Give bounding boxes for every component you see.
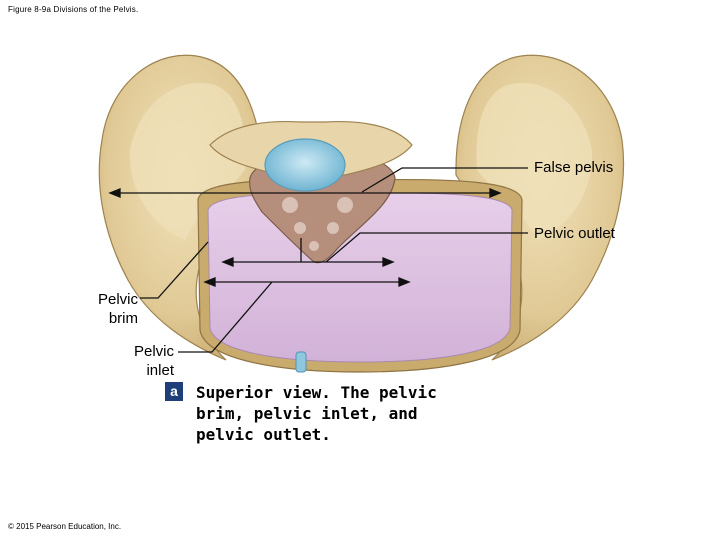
leader-false-pelvis <box>361 167 528 193</box>
copyright-notice: © 2015 Pearson Education, Inc. <box>8 522 122 531</box>
pubic-symphysis <box>295 351 307 373</box>
leader-pelvic-brim <box>140 241 209 299</box>
label-pelvic-outlet: Pelvic outlet <box>534 225 615 242</box>
panel-letter-badge: a <box>165 382 183 401</box>
label-pelvic-inlet: Pelvic inlet <box>133 343 174 379</box>
leader-pelvic-outlet <box>325 232 528 263</box>
figure-caption: Superior view. The pelvic brim, pelvic i… <box>196 383 437 444</box>
intervertebral-disc <box>264 138 346 192</box>
label-false-pelvis: False pelvis <box>534 159 614 176</box>
figure-title: Figure 8-9a Divisions of the Pelvis. <box>8 5 139 14</box>
label-pelvic-brim: Pelvic brim <box>97 291 138 327</box>
leader-pelvic-inlet <box>178 281 273 353</box>
